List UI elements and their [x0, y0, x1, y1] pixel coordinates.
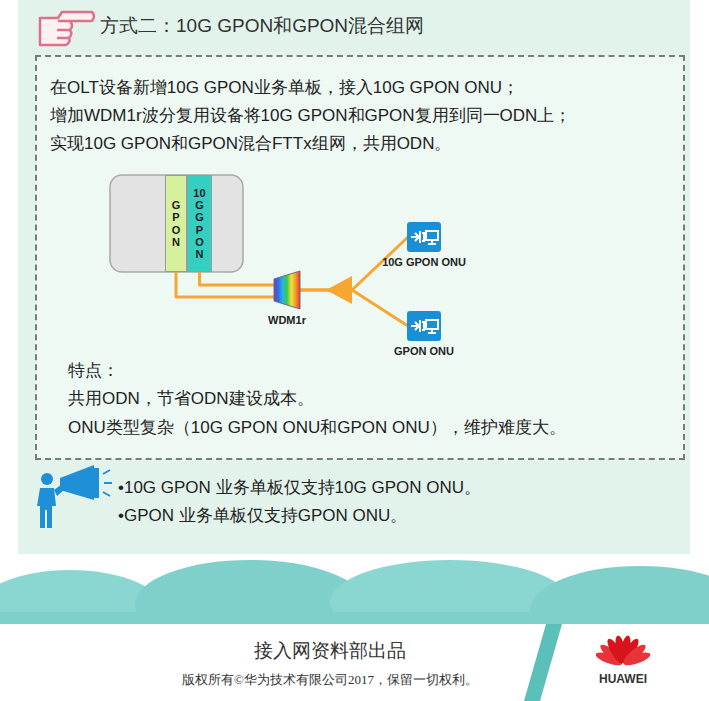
note-text: •10G GPON 业务单板仅支持10G GPON ONU。 — [118, 476, 481, 499]
board-label: GPON — [171, 199, 182, 247]
board-label: 10G GPON — [193, 187, 206, 260]
body-text: 在OLT设备新增10G GPON业务单板，接入10G GPON ONU； — [50, 77, 519, 99]
footer-credit: 接入网资料部出品 — [254, 638, 406, 664]
section-heading: 特点： — [68, 360, 119, 382]
olt-chassis — [110, 175, 243, 272]
fiber-link — [176, 272, 274, 297]
dashed-panel: 在OLT设备新增10G GPON业务单板，接入10G GPON ONU； 增加WD… — [35, 55, 685, 460]
onu-stand — [428, 240, 436, 244]
note-text: •GPON 业务单板仅支持GPON ONU。 — [118, 504, 407, 527]
onu-device: 10G GPON ONU — [382, 222, 466, 268]
wdm-prism — [273, 270, 301, 310]
optical-splitter — [326, 276, 352, 304]
onu-icon-bg — [407, 222, 441, 252]
copyright: 版权所有©华为技术有限公司2017，保留一切权利。 — [182, 671, 478, 689]
onu-icon — [407, 311, 441, 341]
huawei-logo — [594, 635, 652, 668]
onu-screen — [426, 231, 438, 240]
onu-screen — [426, 320, 438, 329]
10g-gpon-board: 10G GPON — [187, 175, 212, 272]
onu-symbol — [411, 231, 424, 243]
title: 方式二：10G GPON和GPON混合组网 — [100, 13, 424, 39]
device-label: WDM1r — [268, 314, 306, 326]
fiber-link — [200, 272, 274, 285]
body-text: 实现10G GPON和GPON混合FTTx组网，共用ODN。 — [50, 133, 451, 155]
onu-icon — [407, 222, 441, 252]
dashed-box-fill — [36, 56, 684, 459]
logo-text: HUAWEI — [599, 672, 647, 686]
hand-icon — [40, 12, 94, 45]
onu-device: GPON ONU — [394, 311, 454, 357]
device-label: GPON ONU — [394, 345, 454, 357]
clouds — [0, 560, 709, 701]
body-text: 增加WDM1r波分复用设备将10G GPON和GPON复用到同一ODN上； — [50, 105, 571, 127]
megaphone-icon — [37, 465, 112, 528]
onu-icon-bg — [407, 311, 441, 341]
body-text: 共用ODN，节省ODN建设成本。 — [68, 388, 314, 410]
panel — [18, 0, 690, 554]
gpon-board: GPON — [165, 175, 187, 272]
body-text: ONU类型复杂（10G GPON ONU和GPON ONU），维护难度大。 — [68, 417, 566, 439]
prism-body — [274, 271, 300, 309]
device-label: 10G GPON ONU — [382, 256, 466, 268]
fiber-link — [300, 290, 408, 326]
wdm1r-device: WDM1r — [268, 270, 306, 326]
logo-petal — [622, 650, 651, 668]
onu-stand — [428, 329, 436, 333]
onu-symbol — [411, 320, 424, 332]
